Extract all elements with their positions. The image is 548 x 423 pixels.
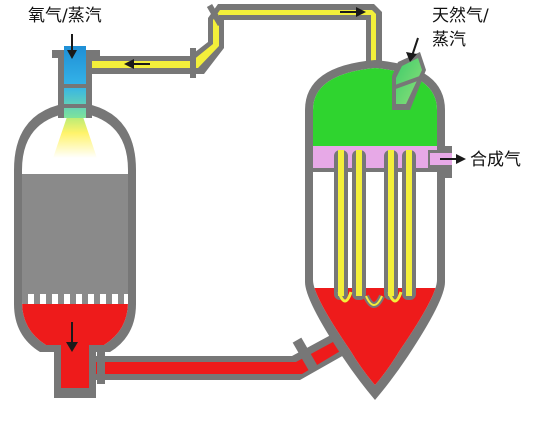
arrow-icon [67,34,77,59]
arrow-icon [406,37,419,62]
oxygen-inlet-nozzle [52,34,100,118]
label-natural-gas-line1: 天然气/ [432,6,489,26]
label-syngas: 合成气 [470,150,521,170]
arrow-icon [124,59,150,69]
arrow-icon [440,154,466,164]
burner-flame [53,108,97,158]
feed-pipe [92,3,382,300]
catalyst-support-grid [22,294,124,304]
right-reformer-vessel [305,37,466,400]
transfer-pipe [60,330,360,398]
reformer-tubes [334,150,416,303]
natural-gas-inlet-nozzle [392,37,426,110]
arrow-icon [66,322,78,352]
arrow-icon [340,7,366,17]
label-oxygen-steam: 氧气/蒸汽 [28,6,102,26]
label-natural-gas-line2: 蒸汽 [432,30,466,50]
syngas-outlet-nozzle [428,146,466,178]
